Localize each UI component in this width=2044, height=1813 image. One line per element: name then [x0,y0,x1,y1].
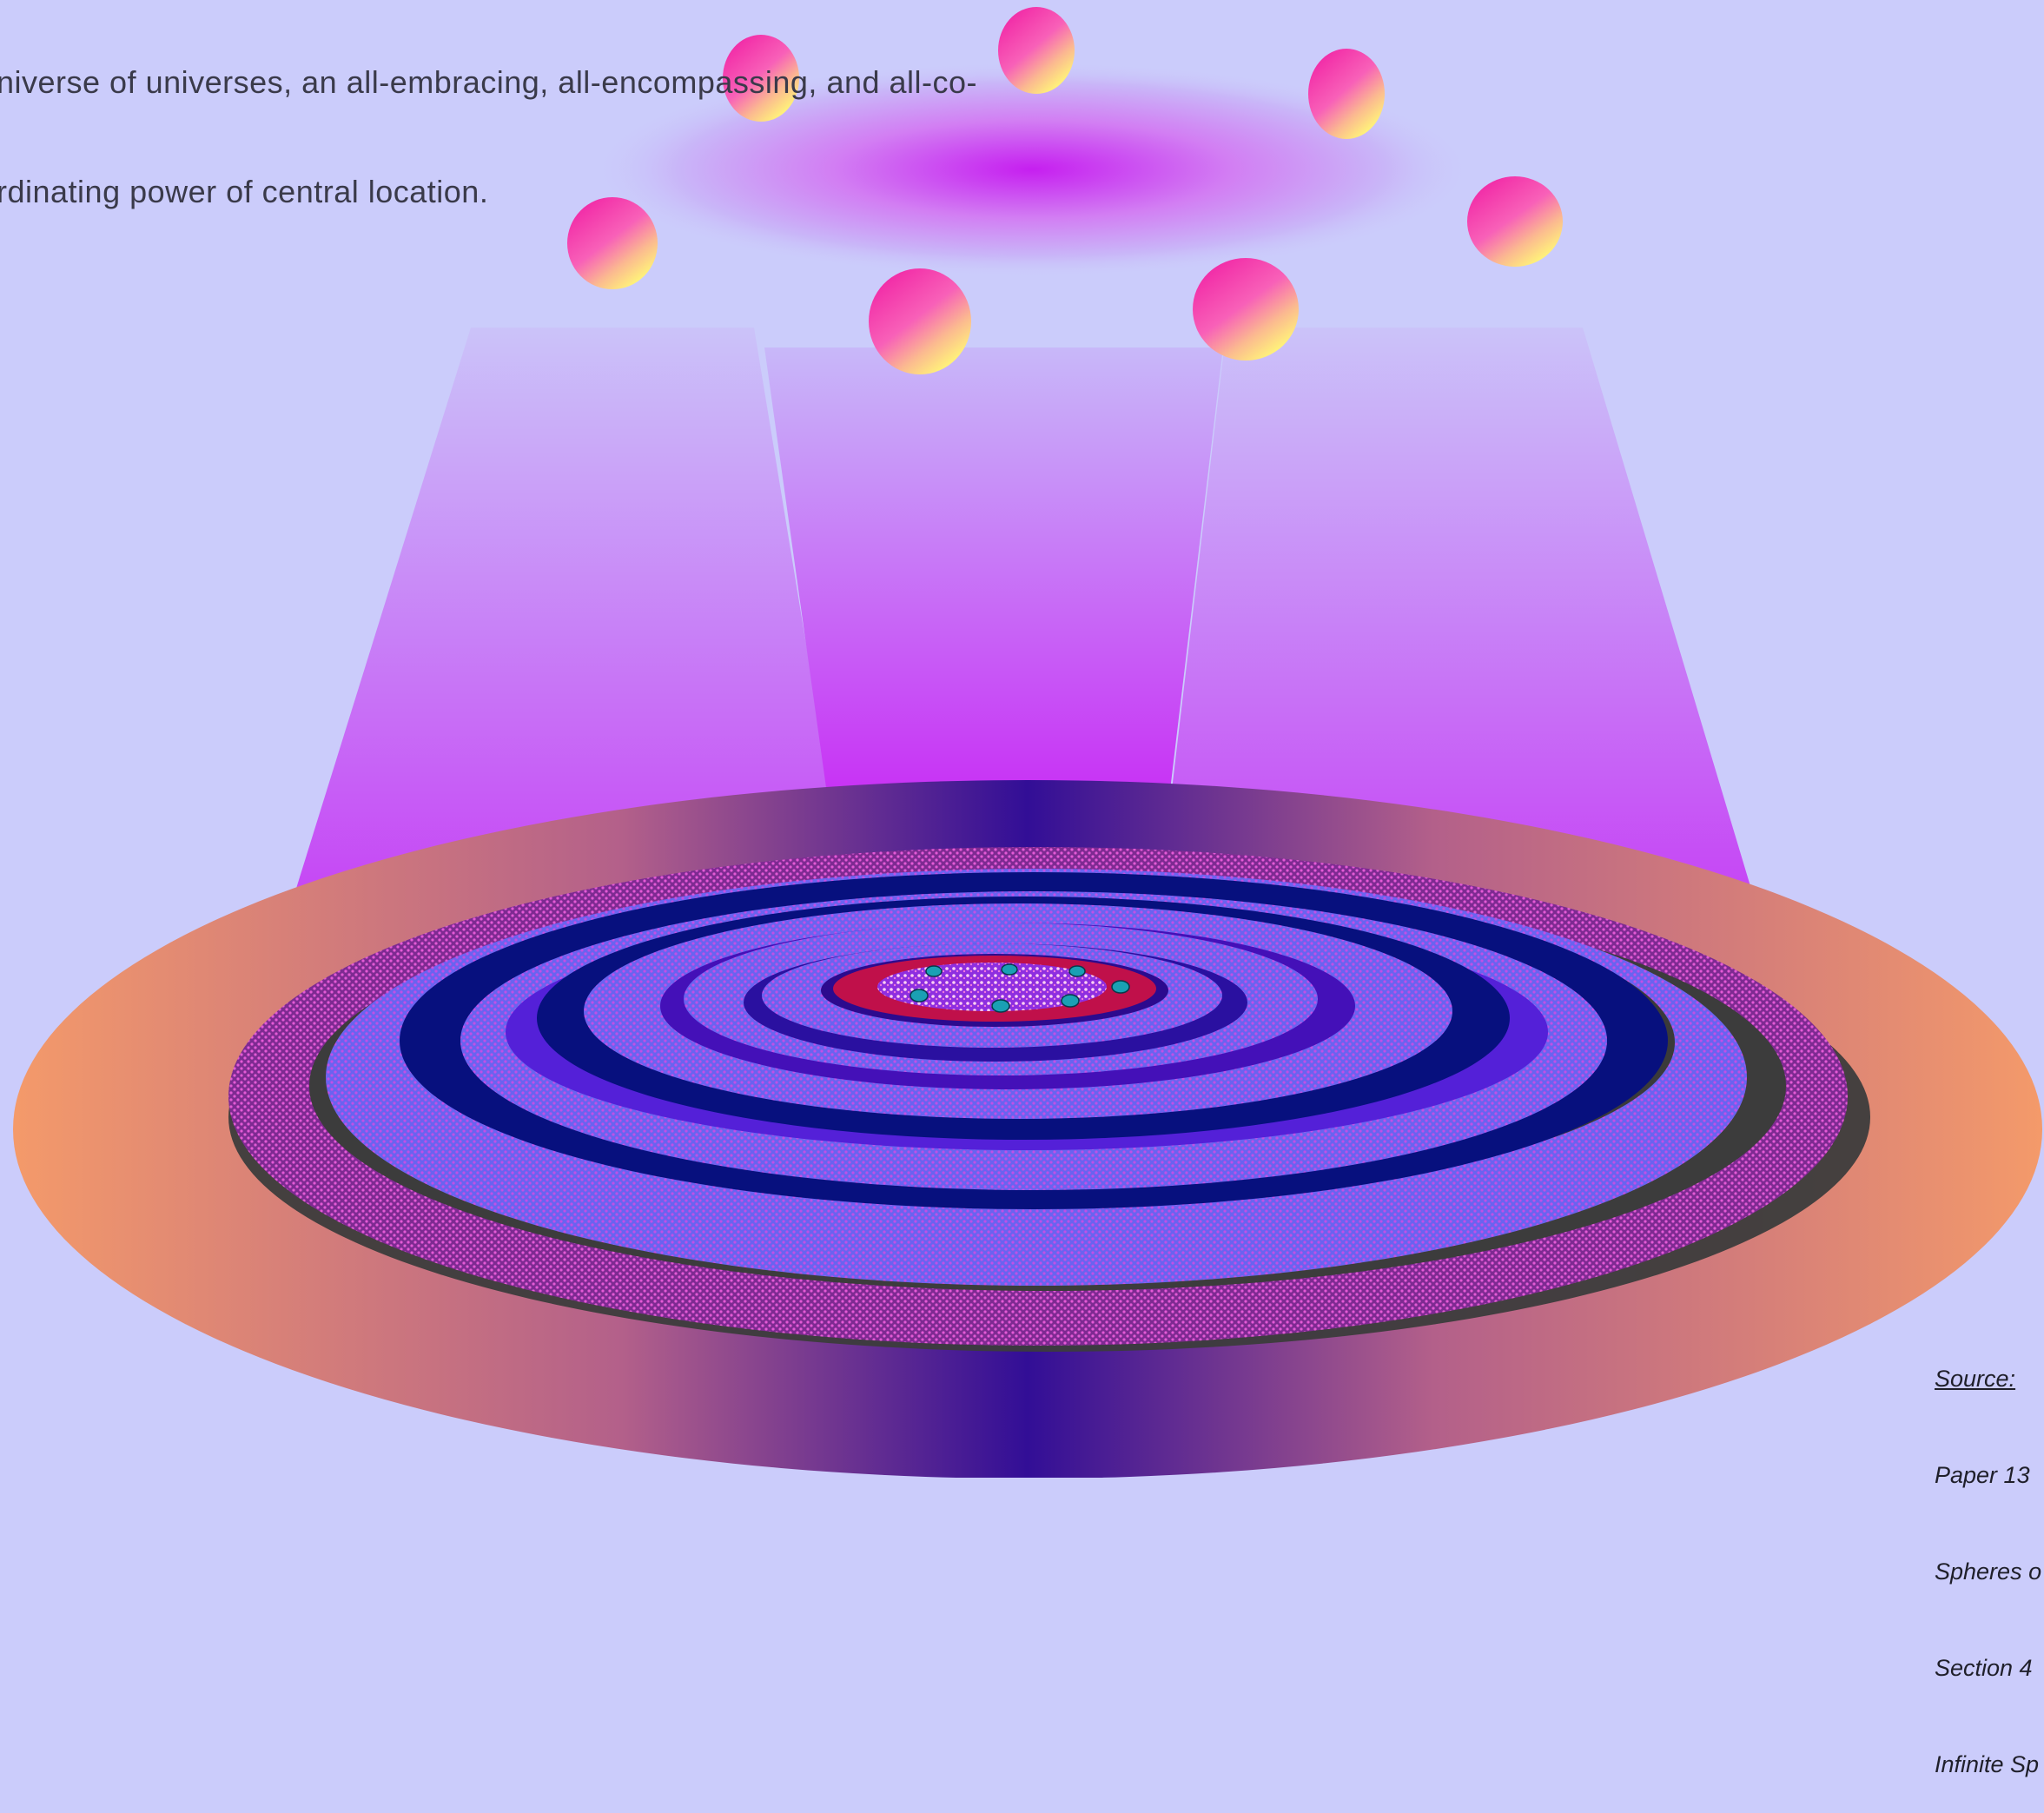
caption-line: rdinating power of central location. [0,174,977,210]
caption-line: niverse of universes, an all-embracing, … [0,64,977,101]
source-line: Section 4 [1935,1652,2041,1684]
source-line: Spheres o [1935,1556,2041,1588]
source-label: Source: [1935,1363,2041,1395]
source-line: Paper 13 [1935,1459,2041,1492]
sphere [1308,49,1385,139]
sphere [998,7,1075,94]
satellite-dot [992,1000,1009,1012]
satellite-dot [1062,995,1079,1007]
satellite-dot [910,989,928,1002]
satellite-dot [1069,966,1085,976]
satellite-dot [1002,964,1017,975]
sphere [1193,258,1299,361]
caption-text: niverse of universes, an all-embracing, … [0,0,977,247]
sphere [869,268,971,374]
source-line: Infinite Sp [1935,1749,2041,1781]
beam-center [764,347,1223,856]
ring-system [228,847,1848,1346]
source-citation: Source: Paper 13 Spheres o Section 4 Inf… [1935,1299,2041,1813]
satellite-dot [926,966,942,976]
sphere [1467,176,1563,267]
satellite-dot [1112,981,1129,993]
